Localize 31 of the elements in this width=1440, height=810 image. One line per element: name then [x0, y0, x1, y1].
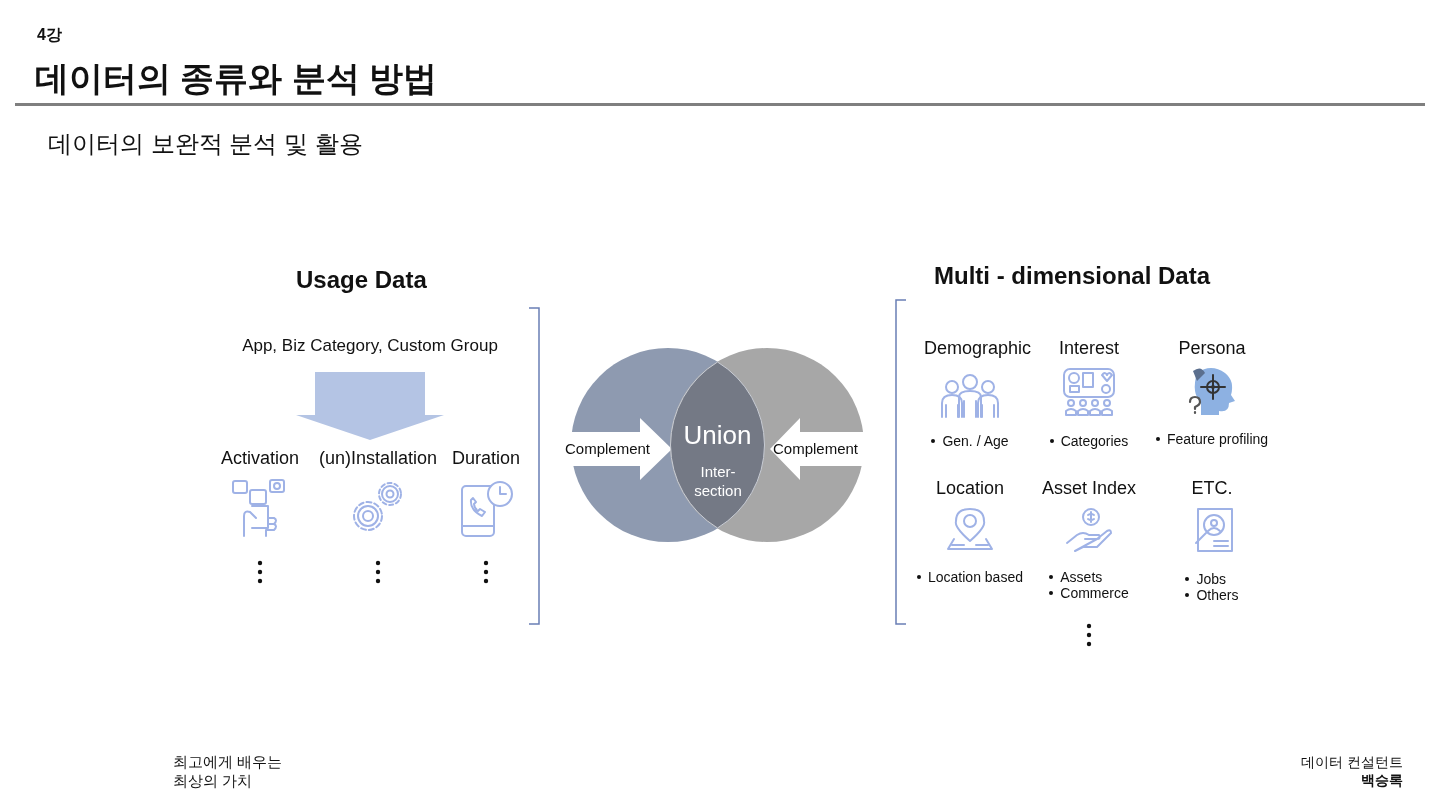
slide-title: 데이터의 종류와 분석 방법: [35, 58, 438, 99]
bullet-text: Commerce: [1060, 584, 1129, 601]
bullet-text: Others: [1196, 586, 1239, 603]
item-label: Duration: [451, 448, 520, 469]
lecture-number: 4강: [37, 26, 62, 45]
complement-label: Complement: [773, 440, 859, 458]
category-title: Location: [935, 478, 1005, 499]
source-label: App, Biz Category, Custom Group: [230, 336, 510, 372]
category-title: ETC.: [1191, 478, 1233, 499]
category-title: Persona: [1178, 338, 1246, 359]
bullet-text: Categories: [1060, 432, 1129, 449]
category-title: Asset Index: [1041, 478, 1137, 499]
tagline: 최고에게 배우는 최상의 가치: [173, 752, 284, 790]
block-arrow: [296, 372, 444, 440]
category-title: Interest: [1059, 338, 1119, 359]
bullet-text: Location based: [928, 568, 1023, 585]
complement-label: Complement: [565, 440, 651, 458]
bullet-text: Feature profiling: [1166, 430, 1269, 447]
bullet-text: Assets: [1060, 568, 1103, 585]
author-name: 백승록: [1361, 772, 1403, 789]
subtitle: 데이터의 보완적 분석 및 활용: [48, 130, 363, 158]
section-heading: Usage Data: [296, 266, 427, 294]
bullet-text: Jobs: [1196, 570, 1227, 587]
bullet-text: Gen. / Age: [942, 432, 1009, 449]
item-label: Activation: [220, 448, 299, 469]
intersection-label: Inter- section: [693, 462, 743, 500]
section-heading: Multi - dimensional Data: [934, 262, 1211, 290]
union-label: Union: [682, 421, 753, 451]
category-title: Demographic: [924, 338, 1032, 359]
item-label: (un)Installation: [318, 448, 438, 469]
author-role: 데이터 컨설턴트: [1301, 754, 1403, 771]
